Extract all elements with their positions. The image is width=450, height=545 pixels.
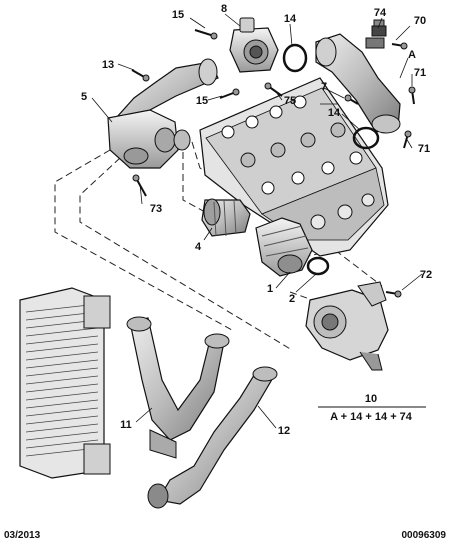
callout-71-top: 71	[414, 67, 426, 79]
callout-A: A	[408, 49, 416, 61]
intercooler-outlet-hose	[147, 366, 278, 509]
callout-73: 73	[150, 203, 162, 215]
callout-70: 70	[414, 15, 426, 27]
footer-date: 03/2013	[4, 530, 41, 541]
footer-reference: 00096309	[401, 530, 447, 541]
o-ring-right	[352, 126, 380, 150]
air-intake-pipe	[107, 58, 219, 169]
charge-air-duct	[255, 217, 313, 277]
callout-7: 7	[321, 81, 327, 93]
callout-labels: 15 8 14 74 70 A 13 71 7 5 15 75 14 71 73…	[81, 3, 432, 437]
callout-2: 2	[289, 293, 295, 305]
intercooler-inlet-hose	[126, 316, 230, 459]
callout-13: 13	[102, 59, 114, 71]
callout-1: 1	[267, 283, 273, 295]
kit-formula-text: A + 14 + 14 + 74	[330, 411, 413, 423]
callout-4: 4	[195, 241, 202, 253]
callout-72: 72	[420, 269, 432, 281]
callout-5: 5	[81, 91, 87, 103]
callout-10: 10	[365, 393, 377, 405]
throttle-body	[229, 17, 279, 73]
callout-15-mid: 15	[196, 95, 208, 107]
turbocharger	[305, 281, 389, 371]
intake-elbow	[315, 33, 401, 134]
callout-74: 74	[374, 7, 387, 19]
callout-11: 11	[120, 419, 132, 431]
o-ring-top	[282, 43, 308, 73]
leader-lines	[91, 13, 423, 429]
callout-14-right: 14	[328, 107, 341, 119]
callout-75: 75	[284, 95, 296, 107]
bolts	[131, 29, 416, 298]
sensor	[371, 19, 387, 37]
o-ring-duct	[306, 256, 330, 276]
callout-12: 12	[278, 425, 290, 437]
cylinder-head	[199, 77, 389, 257]
intercooler	[19, 287, 111, 479]
callout-15-top: 15	[172, 9, 184, 21]
connecting-hose	[201, 198, 251, 237]
kit-formula: A + 14 + 14 + 74	[318, 406, 426, 423]
callout-8: 8	[221, 3, 227, 15]
callout-14-top: 14	[284, 13, 297, 25]
callout-71-bottom: 71	[418, 143, 430, 155]
